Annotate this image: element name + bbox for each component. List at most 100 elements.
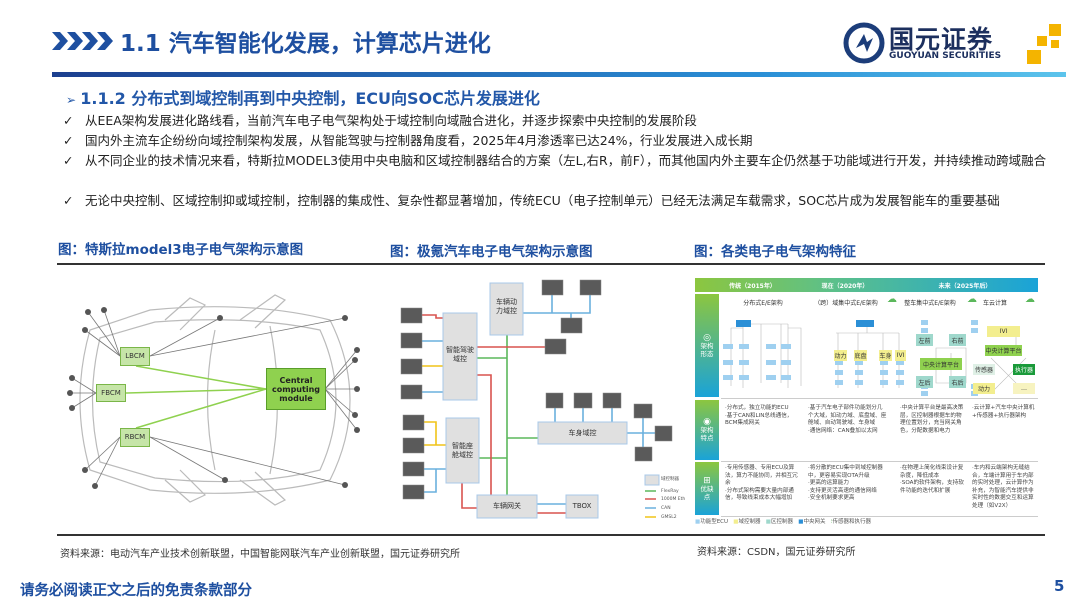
page-number: 5 bbox=[1054, 577, 1065, 595]
check-icon: ✓ bbox=[63, 193, 74, 208]
cloud-icon: ☁ bbox=[887, 294, 897, 305]
row-label-text: 架构形态 bbox=[700, 341, 714, 358]
chevrons-icon bbox=[52, 32, 113, 50]
tesla-diagram bbox=[67, 294, 360, 506]
legend-item: 功能型ECU bbox=[700, 519, 729, 525]
legend-swatch: ■ bbox=[798, 519, 804, 525]
legend-item: FlexRay bbox=[661, 488, 679, 494]
eye-icon: ◉ bbox=[703, 417, 711, 427]
tbox-label: TBOX bbox=[572, 502, 592, 510]
proscons-text: ·在物理上简化线束设计复杂度，降低成本 ·SOA的软件架构，支持软件功能的迭代和… bbox=[900, 465, 964, 494]
zone-box: 左前 bbox=[916, 334, 933, 346]
domain-box: 车身 bbox=[879, 350, 892, 361]
bus-lines bbox=[422, 295, 655, 514]
cloud-icon: ☁ bbox=[967, 294, 977, 305]
column-title: 车云计算 bbox=[982, 300, 1007, 307]
proscons-text: ·专用传感器、专用ECU及算法，算力不能协同，并相互冗余 ·分布式架构需要大量内… bbox=[725, 465, 798, 501]
legend-swatch: ■ bbox=[695, 519, 701, 525]
zone-box: 右后 bbox=[949, 376, 966, 388]
car-outline bbox=[79, 294, 351, 506]
check-icon: ✓ bbox=[63, 153, 74, 168]
era-bar bbox=[695, 278, 1038, 292]
zeekr-legend-marks bbox=[644, 474, 660, 518]
wiring bbox=[70, 309, 358, 487]
cloud-box: 执行器 bbox=[1013, 364, 1035, 375]
domain-box: IVI bbox=[895, 350, 906, 361]
cloud-box: 传感器 bbox=[973, 364, 995, 375]
row-label-form: ◎架构形态 bbox=[695, 294, 719, 397]
feature-text: ·中央计算平台是最高决策层，区控制器根据车的物理位置划分，充当网关角色，分配数据… bbox=[900, 405, 964, 434]
zone-box: 左后 bbox=[916, 376, 933, 388]
source-left: 资料来源：电动汽车产业技术创新联盟，中国智能网联汽车产业创新联盟，国元证券研究所 bbox=[60, 549, 460, 560]
legend-item: 区控制器 bbox=[770, 519, 793, 525]
bullet-item: ✓无论中央控制、区域控制抑或域控制，控制器的集成性、复杂性都显著增加，传统ECU… bbox=[63, 191, 1048, 211]
figure-bottom-divider bbox=[57, 534, 1045, 536]
cloud-box: … bbox=[1013, 383, 1035, 394]
controllers bbox=[442, 282, 628, 519]
cockpit-domain-label: 智能座舱域控 bbox=[452, 442, 473, 459]
row-label-text: 优缺点 bbox=[700, 484, 714, 501]
figure-caption-tesla: 图：特斯拉model3电子电气架构示意图 bbox=[58, 242, 304, 258]
figure-caption-zeekr: 图：极氪汽车电子电气架构示意图 bbox=[390, 244, 593, 260]
central-platform-box: 中央计算平台 bbox=[920, 358, 962, 370]
column-title: 分布式E/E架构 bbox=[743, 300, 783, 307]
figure-caption-arch: 图：各类电子电气架构特征 bbox=[694, 244, 856, 260]
era-label: 未来（2025年后） bbox=[938, 283, 992, 290]
legend-item: 域控制器 bbox=[738, 519, 761, 525]
column-title: 整车集中式E/E架构 bbox=[904, 300, 956, 307]
zeekr-legend: 域控制器 FlexRay 1000M Eth CAN GMSL2 bbox=[661, 476, 685, 523]
sensor-nodes bbox=[67, 307, 360, 489]
legend-item: CAN bbox=[661, 506, 671, 512]
legend-item: GMSL2 bbox=[661, 514, 677, 520]
source-right: 资料来源：CSDN，国元证券研究所 bbox=[697, 547, 856, 558]
arch-table: 传统（2015年） 现在（2020年） 未来（2025年后） ◎架构形态 ◉架构… bbox=[695, 278, 1040, 525]
cube-icon: ◎ bbox=[703, 332, 711, 343]
logo-en: GUOYUAN SECURITIES bbox=[889, 51, 1002, 61]
bullet-text: 从EEA架构发展进化路线看，当前汽车电子电气架构处于域控制向域融合进化，并逐步探… bbox=[85, 113, 697, 128]
check-icon: ✓ bbox=[63, 133, 74, 148]
check-icon: ✓ bbox=[63, 113, 74, 128]
domain-box: 底盘 bbox=[854, 350, 867, 361]
lbcm-box: LBCM bbox=[120, 347, 150, 366]
cloud-box: 动力 bbox=[973, 383, 995, 394]
bullet-item: ✓ 国内外主流车企纷纷向域控制架构发展，从智能驾驶与控制器角度看，2025年4月渗… bbox=[63, 131, 1048, 151]
domain-box: 动力 bbox=[834, 350, 847, 361]
legend-swatch: ■ bbox=[765, 519, 771, 525]
logo-squares-icon bbox=[1027, 24, 1061, 64]
cloud-icon: ☁ bbox=[1025, 294, 1035, 305]
body-domain-label: 车身域控 bbox=[568, 428, 597, 437]
proscons-text: ·车内和云端架构无缝结合，车端计算用于车内部的实时处理，云计算作为补充，为智能汽… bbox=[972, 465, 1034, 509]
logo-mark-icon bbox=[843, 22, 885, 64]
cloud-box: IVI bbox=[987, 326, 1020, 337]
disclaimer-link[interactable]: 请务必阅读正文之后的免责条款部分 bbox=[20, 583, 252, 599]
legend-item: 中央网关 bbox=[803, 519, 826, 525]
bullet-text: 国内外主流车企纷纷向域控制架构发展，从智能驾驶与控制器角度看，2025年4月渗透… bbox=[85, 133, 753, 148]
rbcm-box: RBCM bbox=[120, 428, 150, 447]
zeekr-diagram bbox=[400, 279, 673, 519]
legend-item: 1000M Eth bbox=[661, 497, 686, 503]
legend-swatch: ■ bbox=[733, 519, 739, 525]
era-label: 传统（2015年） bbox=[729, 283, 776, 290]
bullet-item: ✓ 从EEA架构发展进化路线看，当前汽车电子电气架构处于域控制向域融合进化，并逐步… bbox=[63, 111, 1048, 131]
gateway-label: 车辆网关 bbox=[493, 502, 521, 510]
row-divider bbox=[721, 461, 1038, 462]
legend-item: 域控制器 bbox=[661, 477, 679, 482]
adas-domain-label: 智能驾驶域控 bbox=[446, 346, 474, 363]
cloud-box: 中央计算平台 bbox=[985, 345, 1022, 356]
row-label-proscons: ⊞优缺点 bbox=[695, 462, 719, 515]
arch-legend: ■功能型ECU ■域控制器 ■区控制器 ■中央网关 ⁝传感器和执行器 bbox=[695, 517, 871, 525]
subtitle-text: 1.1.2 分布式到域控制再到中央控制，ECU向SOC芯片发展进化 bbox=[80, 89, 540, 108]
bullet-item: ✓ 从不同企业的技术情况来看，特斯拉MODEL3使用中央电脑和区域控制器结合的方案… bbox=[63, 151, 1048, 171]
logo-cn: 国元证券 bbox=[889, 25, 994, 54]
feature-text: ·云计算+汽车中央计算机+传感器+执行器架构 bbox=[972, 405, 1035, 419]
central-links bbox=[125, 365, 267, 429]
bullet-text: 从不同企业的技术情况来看，特斯拉MODEL3使用中央电脑和区域控制器结合的方案（… bbox=[85, 153, 1047, 168]
zone-box: 右前 bbox=[949, 334, 966, 346]
central-computing-box: Central computing module bbox=[266, 368, 326, 410]
ecu-nodes bbox=[400, 279, 673, 500]
row-divider bbox=[721, 398, 1038, 399]
column-title: （跨）域集中式E/E架构 bbox=[814, 300, 878, 307]
legend-item: 传感器和执行器 bbox=[832, 519, 871, 525]
row-label-text: 架构特点 bbox=[700, 426, 714, 442]
section-subtitle: ➢ 1.1.2 分布式到域控制再到中央控制，ECU向SOC芯片发展进化 bbox=[66, 85, 540, 109]
